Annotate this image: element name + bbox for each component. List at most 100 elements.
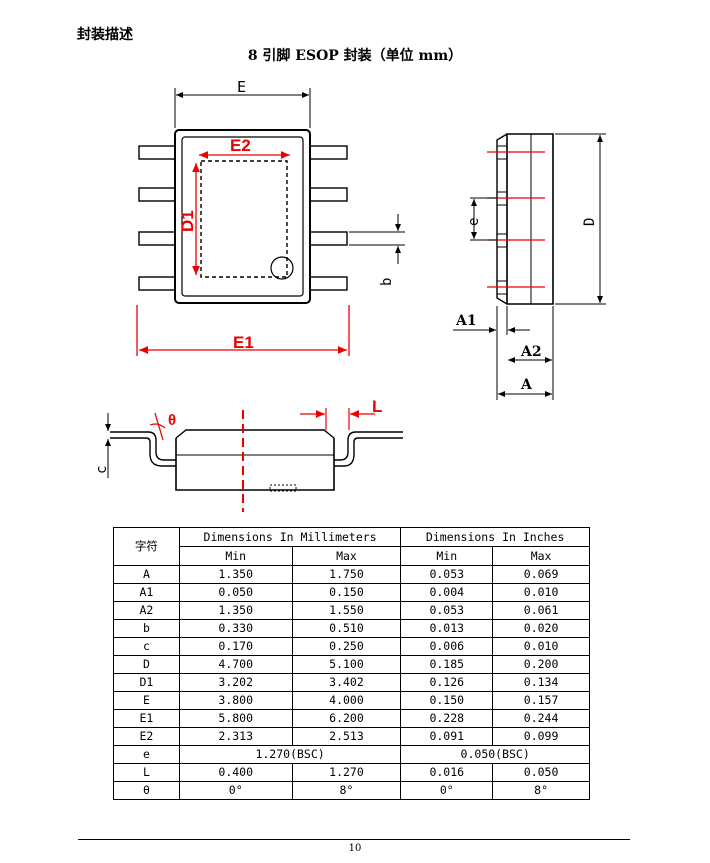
label-theta: θ — [168, 412, 176, 429]
in-min-header: Min — [400, 546, 494, 566]
cell: 1.750 — [291, 565, 402, 584]
corner-header: 字符 — [113, 527, 180, 566]
cell: 0.020 — [492, 619, 590, 638]
cell: 0.050 — [178, 583, 293, 602]
cell: 5.800 — [178, 709, 293, 728]
cell: 0.050 — [492, 763, 590, 782]
cell: 0.006 — [400, 637, 494, 656]
cell: 3.800 — [178, 691, 293, 710]
cell: 1.270(BSC) — [178, 745, 402, 764]
footer-divider — [78, 839, 630, 840]
side-view — [453, 133, 606, 400]
label-A: A — [520, 377, 533, 393]
cell: 0.228 — [400, 709, 494, 728]
mm-min-header: Min — [178, 546, 293, 566]
cell: 8° — [291, 781, 402, 800]
cell: 0.004 — [400, 583, 494, 602]
cell: 0.157 — [492, 691, 590, 710]
cell: 3.402 — [291, 673, 402, 692]
cell: 0.099 — [492, 727, 590, 746]
label-D: D — [582, 218, 598, 226]
cell: 0° — [178, 781, 293, 800]
cell: A1 — [113, 583, 180, 602]
cell: 0.091 — [400, 727, 494, 746]
cell: 0.061 — [492, 601, 590, 620]
cell: E2 — [113, 727, 180, 746]
cell: 1.550 — [291, 601, 402, 620]
cell: 6.200 — [291, 709, 402, 728]
cell: 8° — [492, 781, 590, 800]
cell: 0.200 — [492, 655, 590, 674]
cell: 0.150 — [291, 583, 402, 602]
cell: E1 — [113, 709, 180, 728]
package-title: 8 引脚 ESOP 封装（单位 mm） — [247, 48, 463, 64]
cell: 0.050(BSC) — [400, 745, 590, 764]
label-E1: E1 — [233, 333, 254, 352]
cell: A — [113, 565, 180, 584]
cell: 2.513 — [291, 727, 402, 746]
dimensions-table: 字符 Dimensions In Millimeters Dimensions … — [113, 527, 590, 800]
cell: 0.510 — [291, 619, 402, 638]
section-title: 封装描述 — [77, 27, 133, 43]
cell: 1.350 — [178, 601, 293, 620]
label-A1: A1 — [455, 313, 477, 329]
in-group-header: Dimensions In Inches — [400, 527, 590, 547]
cell: 0.150 — [400, 691, 494, 710]
in-max-header: Max — [492, 546, 590, 566]
label-b: b — [379, 278, 395, 286]
cell: 0.250 — [291, 637, 402, 656]
label-L: L — [372, 397, 382, 416]
table-header-row: 字符 Dimensions In Millimeters Dimensions … — [113, 527, 590, 566]
mm-max-header: Max — [291, 546, 402, 566]
cell: 0.010 — [492, 583, 590, 602]
cell: 0.134 — [492, 673, 590, 692]
cell: 4.000 — [291, 691, 402, 710]
cell: 0.400 — [178, 763, 293, 782]
cell: b — [113, 619, 180, 638]
cell: D — [113, 655, 180, 674]
label-c: c — [94, 466, 110, 474]
cell: 1.270 — [291, 763, 402, 782]
cell: 0.053 — [400, 601, 494, 620]
cell: 2.313 — [178, 727, 293, 746]
cell: 1.350 — [178, 565, 293, 584]
cell: 0° — [400, 781, 494, 800]
cell: 0.330 — [178, 619, 293, 638]
cell: c — [113, 637, 180, 656]
label-A2: A2 — [520, 344, 542, 360]
cell: 0.170 — [178, 637, 293, 656]
cell: 0.069 — [492, 565, 590, 584]
cell: 0.244 — [492, 709, 590, 728]
label-e: e — [466, 218, 482, 226]
top-view — [136, 88, 405, 356]
cell: 4.700 — [178, 655, 293, 674]
label-D1: D1 — [178, 210, 197, 232]
table-subheader-row: Min Max Min Max — [114, 546, 590, 566]
cell: 0.053 — [400, 565, 494, 584]
cell: 0.126 — [400, 673, 494, 692]
cell: A2 — [113, 601, 180, 620]
cell: 0.013 — [400, 619, 494, 638]
cell: 0.016 — [400, 763, 494, 782]
cell: E — [113, 691, 180, 710]
package-drawing: E E2 D1 E1 b e D A1 A2 A — [94, 78, 606, 512]
label-E: E — [237, 78, 246, 96]
mm-group-header: Dimensions In Millimeters — [178, 527, 402, 547]
cell: 3.202 — [178, 673, 293, 692]
cell: 0.010 — [492, 637, 590, 656]
cell: θ — [113, 781, 180, 800]
cell: e — [113, 745, 180, 764]
page-number: 10 — [348, 843, 362, 854]
